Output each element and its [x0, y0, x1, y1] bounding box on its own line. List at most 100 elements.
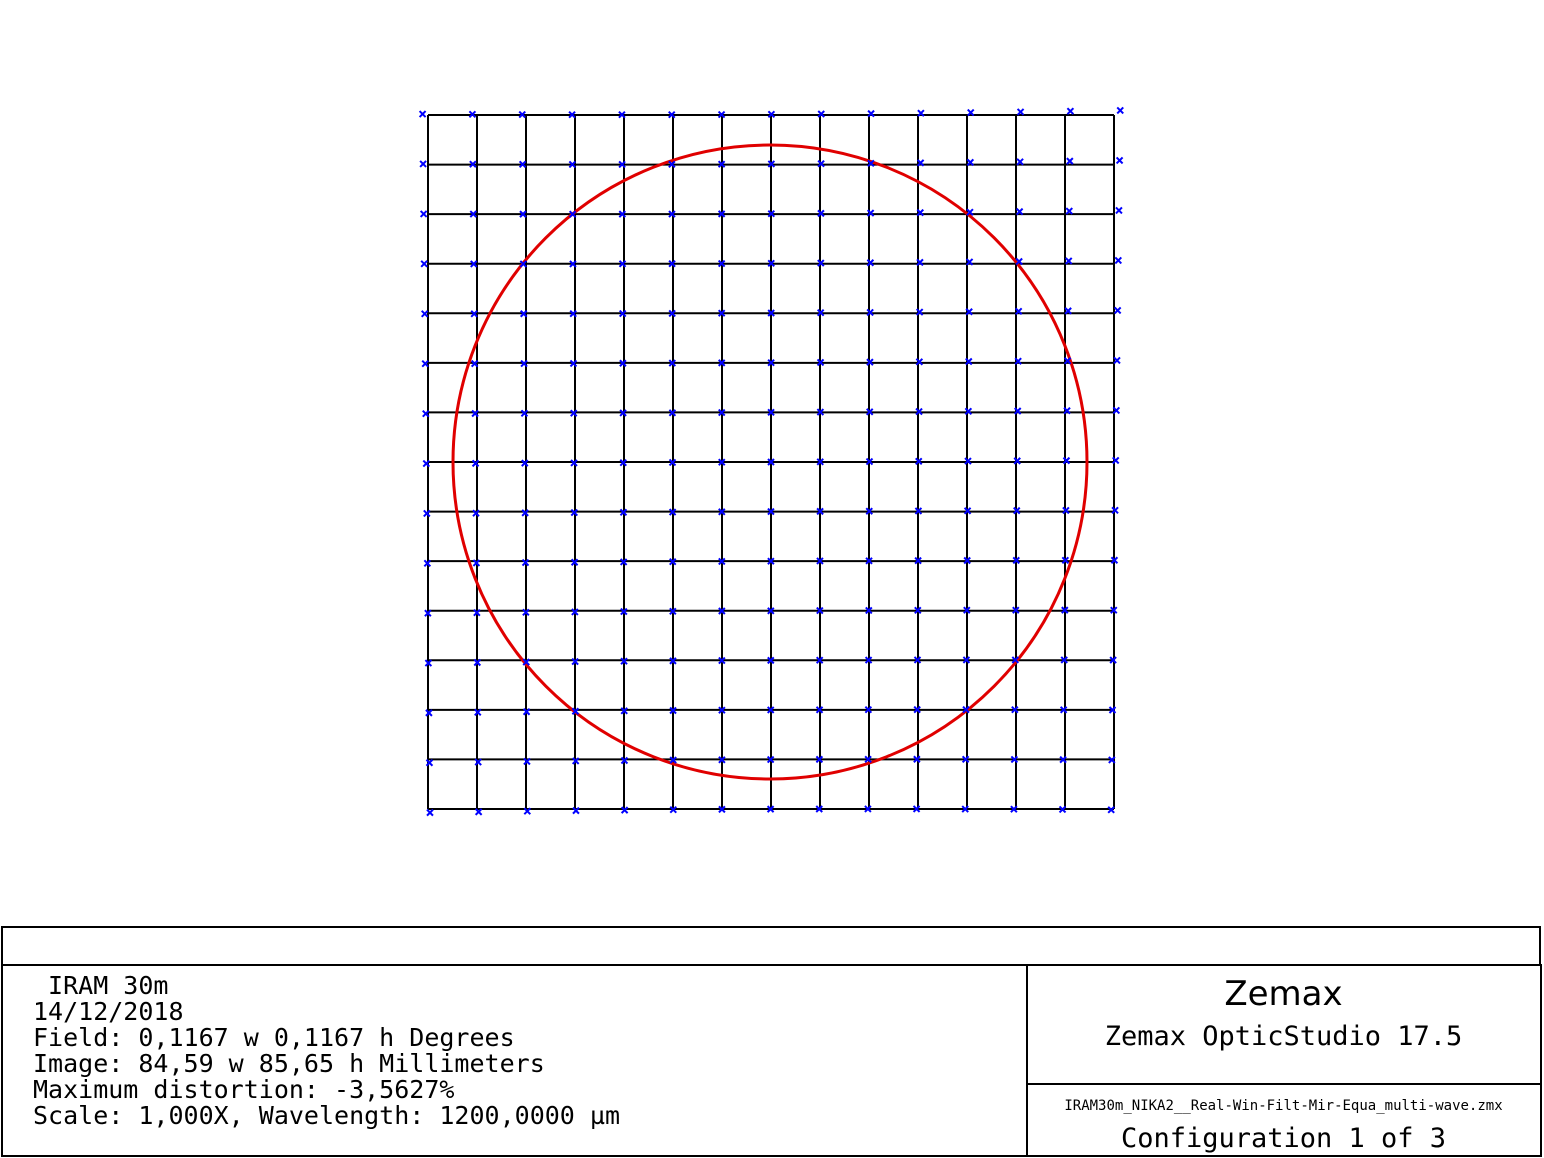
- distorted-point: [964, 457, 972, 465]
- distorted-point: [571, 608, 579, 616]
- distorted-point: [618, 309, 627, 318]
- distorted-point: [964, 407, 973, 416]
- distorted-point: [1011, 705, 1019, 714]
- distorted-point: [913, 656, 922, 664]
- distorted-point: [913, 705, 921, 714]
- distorted-point: [965, 357, 973, 366]
- distorted-point: [474, 808, 483, 816]
- distorted-point: [519, 210, 527, 218]
- distorted-point: [471, 409, 479, 418]
- distorted-point: [866, 358, 874, 366]
- distorted-point: [914, 556, 922, 565]
- distorted-point: [916, 208, 924, 217]
- distorted-point: [915, 308, 924, 316]
- distorted-point: [523, 807, 532, 815]
- distorted-point: [569, 359, 578, 368]
- distorted-point: [1108, 706, 1117, 714]
- distorted-point: [518, 110, 526, 119]
- distorted-point: [571, 757, 580, 765]
- distorted-point: [570, 558, 579, 566]
- file-panel: IRAM30m_NIKA2__Real-Win-Filt-Mir-Equa_mu…: [1027, 1083, 1542, 1157]
- distorted-point: [421, 360, 429, 368]
- distorted-point: [767, 110, 776, 119]
- distorted-point: [718, 458, 726, 466]
- distorted-point: [571, 657, 579, 666]
- distorted-point: [425, 709, 433, 717]
- distorted-point: [668, 309, 676, 318]
- distorted-point: [1063, 407, 1071, 415]
- distorted-point: [423, 559, 432, 568]
- distorted-point: [420, 260, 428, 268]
- distorted-point: [816, 358, 825, 367]
- distorted-point: [1109, 656, 1117, 664]
- distorted-point: [1013, 506, 1021, 515]
- distorted-point: [767, 557, 775, 565]
- distorted-point: [718, 805, 726, 814]
- distorted-point: [1115, 206, 1123, 215]
- distorted-point: [571, 707, 580, 715]
- distorted-point: [668, 508, 677, 516]
- distorted-point: [718, 756, 726, 764]
- distorted-point: [718, 557, 726, 566]
- distorted-point: [815, 706, 824, 714]
- distorted-point: [668, 359, 676, 367]
- distorted-point: [468, 110, 477, 119]
- distorted-point: [1016, 108, 1025, 116]
- distorted-point: [470, 359, 479, 368]
- distorted-point: [568, 110, 576, 119]
- distorted-point: [718, 508, 726, 516]
- distorted-point: [620, 707, 628, 715]
- distorted-point: [961, 805, 969, 813]
- distorted-point: [668, 110, 676, 119]
- distorted-point: [522, 658, 530, 666]
- distorted-point: [620, 756, 629, 765]
- distorted-point: [1058, 805, 1067, 814]
- distorted-point: [1066, 107, 1075, 115]
- brand-panel: Zemax Zemax OpticStudio 17.5: [1027, 964, 1542, 1085]
- distorted-point: [518, 160, 527, 169]
- distorted-point: [521, 459, 529, 467]
- distorted-point: [815, 805, 823, 813]
- distorted-point: [472, 509, 480, 517]
- distorted-point: [668, 409, 677, 417]
- distorted-point: [864, 805, 872, 813]
- distorted-point: [965, 258, 974, 266]
- distorted-point: [916, 159, 925, 167]
- distorted-point: [1062, 506, 1070, 515]
- distorted-point: [1113, 306, 1122, 315]
- distorted-point: [866, 259, 875, 267]
- distorted-point: [767, 160, 776, 168]
- distorted-point: [867, 109, 875, 118]
- distorted-point: [669, 706, 677, 715]
- distorted-point: [913, 755, 921, 763]
- distorted-point: [967, 108, 975, 117]
- distorted-point: [420, 310, 429, 318]
- distorted-point: [469, 160, 477, 168]
- distorted-point: [426, 808, 434, 817]
- distorted-point: [767, 358, 775, 367]
- distorted-point: [419, 160, 427, 168]
- distorted-point: [620, 607, 628, 616]
- distorted-point: [1115, 156, 1124, 165]
- distorted-point: [1014, 307, 1023, 316]
- distorted-point: [620, 806, 629, 814]
- grid-distortion-plot: [418, 106, 1124, 817]
- distorted-point: [473, 658, 482, 667]
- title-bar: [1, 926, 1541, 964]
- distorted-point: [1012, 556, 1020, 565]
- distorted-point: [963, 606, 971, 614]
- distorted-point: [962, 656, 971, 664]
- distorted-point: [865, 606, 873, 615]
- distorted-point: [1059, 706, 1068, 714]
- info-field: Field: 0,1167 w 0,1167 h Degrees: [33, 1023, 515, 1052]
- distorted-point: [1010, 755, 1019, 764]
- distorted-point: [669, 805, 677, 814]
- distorted-point: [619, 458, 627, 467]
- distorted-point: [521, 509, 529, 517]
- info-image: Image: 84,59 w 85,65 h Millimeters: [33, 1049, 545, 1078]
- distorted-point: [470, 310, 478, 318]
- distorted-point: [963, 556, 971, 565]
- configuration-label: Configuration 1 of 3: [1120, 1123, 1447, 1154]
- distorted-point: [766, 706, 775, 714]
- distorted-point: [619, 508, 628, 517]
